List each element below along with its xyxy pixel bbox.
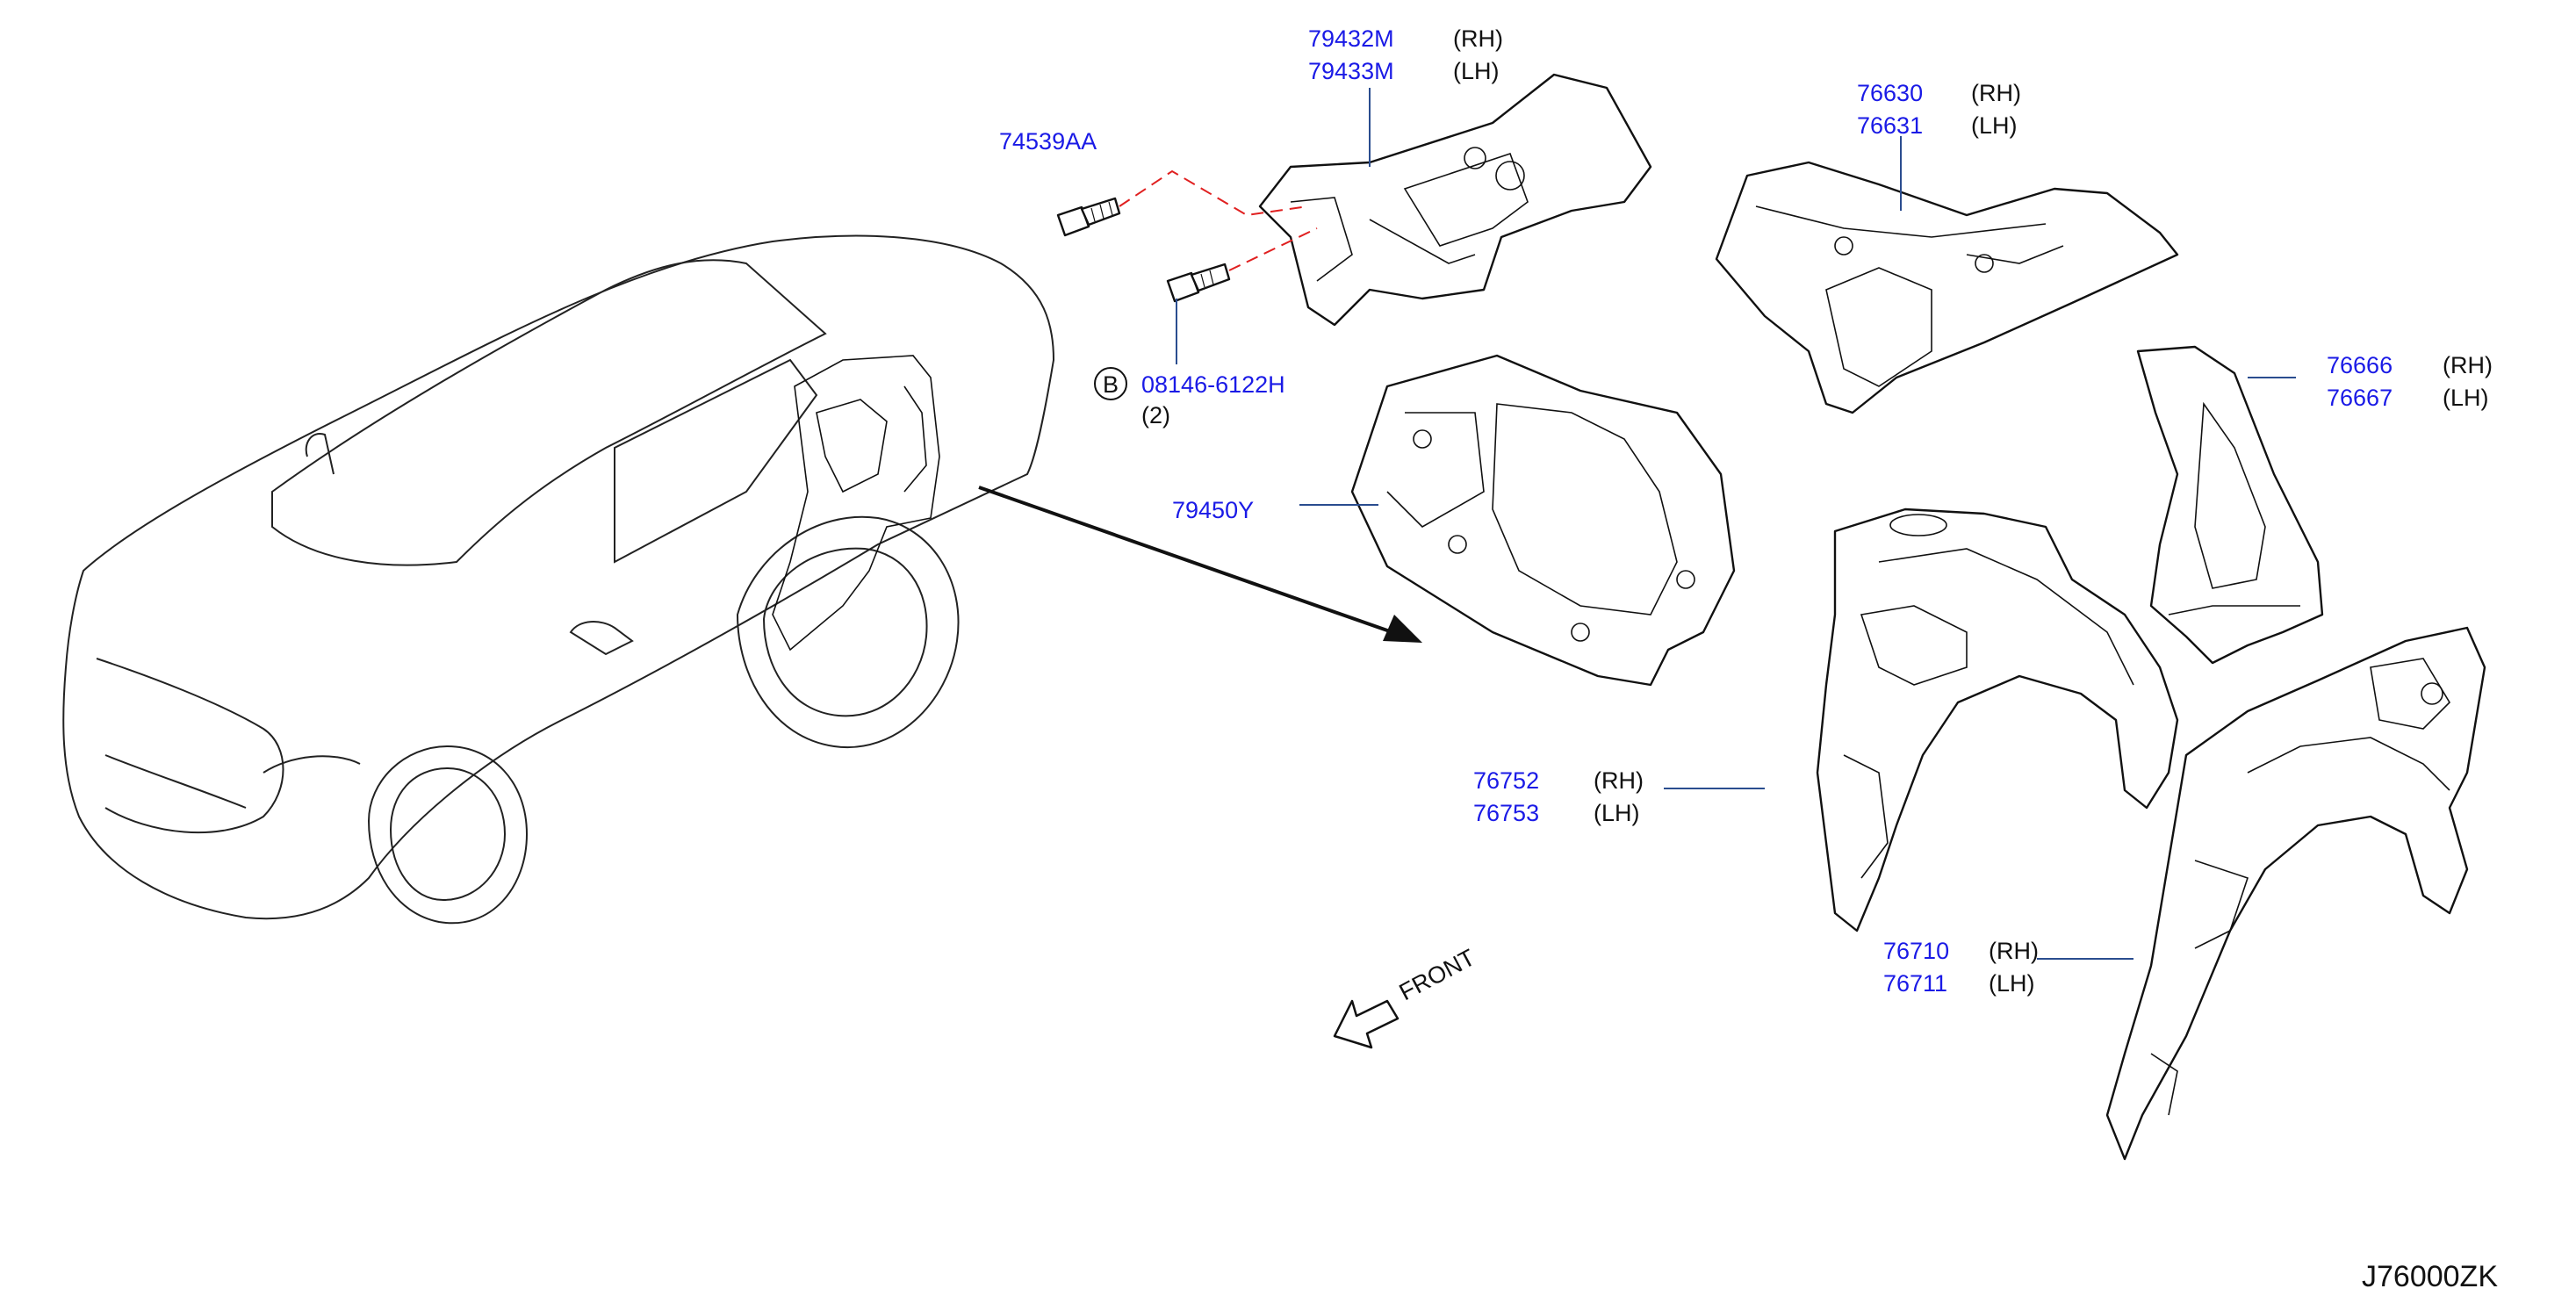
side-label-rh: (RH) [1453,25,1503,52]
side-label-lh: (LH) [1971,112,2018,139]
upper-panel-part[interactable] [1715,161,2179,414]
bolt-08146-6122H[interactable] [1166,263,1231,303]
side-label-lh: (LH) [1989,970,2035,997]
part-number-76630[interactable]: 76630 [1857,80,1923,106]
b-marker-label: B [1103,371,1119,398]
bolt-path-lines [1119,169,1318,271]
reference-arrow [978,486,1422,643]
bracket-part[interactable] [1258,73,1652,327]
part-number-79433M[interactable]: 79433M [1308,58,1394,84]
front-arrow-icon [1333,999,1400,1049]
side-label-lh: (LH) [1453,58,1500,84]
quantity-label: (2) [1141,402,1170,428]
part-number-79432M[interactable]: 79432M [1308,25,1394,52]
partition-part[interactable] [1350,354,1736,687]
side-label-rh: (RH) [1594,767,1644,794]
part-number-76752[interactable]: 76752 [1473,767,1539,794]
part-number-76666[interactable]: 76666 [2327,352,2393,378]
front-label: FRONT [1395,944,1479,1005]
part-number-08146-6122H[interactable]: 08146-6122H [1141,371,1285,398]
part-number-79450Y[interactable]: 79450Y [1172,497,1254,523]
side-label-lh: (LH) [2443,385,2489,411]
side-label-rh: (RH) [1989,938,2039,964]
bolt-74539AA[interactable] [1056,197,1121,237]
part-number-76711[interactable]: 76711 [1883,970,1947,997]
side-label-rh: (RH) [2443,352,2493,378]
side-panel-part[interactable] [2136,345,2324,665]
car-illustration [62,234,1055,925]
part-number-76631[interactable]: 76631 [1857,112,1923,139]
part-number-76710[interactable]: 76710 [1883,938,1949,964]
wheelhouse-inner-part[interactable] [1816,508,2179,932]
side-label-lh: (LH) [1594,800,1640,826]
part-number-76753[interactable]: 76753 [1473,800,1539,826]
wheelhouse-outer-part[interactable] [2105,626,2486,1161]
part-number-76667[interactable]: 76667 [2327,385,2393,411]
part-number-74539AA[interactable]: 74539AA [999,128,1097,155]
diagram-code: J76000ZK [2362,1260,2498,1293]
side-label-rh: (RH) [1971,80,2021,106]
b-marker-circle [1094,367,1127,400]
